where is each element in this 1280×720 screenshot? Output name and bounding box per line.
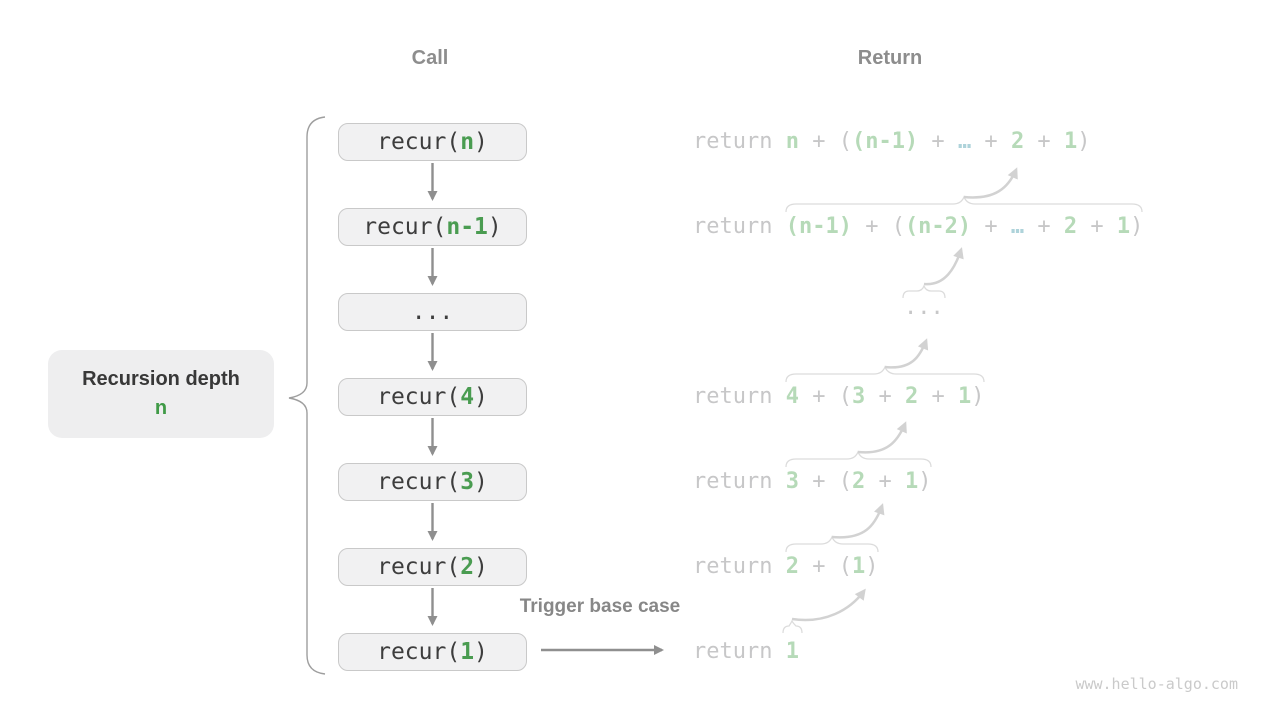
code-segment: 3 (851, 384, 866, 409)
code-segment: recur( (377, 384, 461, 410)
code-segment: 2 (851, 469, 866, 494)
code-segment: 1 (851, 554, 866, 579)
call-box-recur-n: recur(n) (338, 123, 527, 161)
code-segment: + (918, 384, 958, 409)
code-segment: ) (474, 384, 488, 410)
code-segment: + (1077, 214, 1117, 239)
code-segment: + (971, 214, 1011, 239)
return-arrow (884, 338, 929, 369)
code-segment: recur( (377, 129, 461, 155)
code-segment: + ( (798, 129, 852, 154)
code-segment: 2 (785, 554, 799, 579)
return-line-3: return 3 + (2 + 1) (693, 467, 931, 497)
call-box-recur-2: recur(2) (338, 548, 527, 586)
code-segment: recur( (377, 639, 461, 665)
code-segment: ) (474, 639, 488, 665)
call-box-recur-3: recur(3) (338, 463, 527, 501)
code-segment: 2 (904, 384, 919, 409)
code-segment: ) (918, 469, 932, 494)
code-segment: + (1024, 129, 1064, 154)
code-segment: 2 (1063, 214, 1078, 239)
return-line-n-1: return (n-1) + ((n-2) + … + 2 + 1) (693, 212, 1143, 242)
code-segment: 1 (785, 639, 799, 664)
code-segment: return (693, 129, 786, 154)
code-segment: + ( (798, 469, 852, 494)
code-segment: … (957, 129, 972, 154)
code-segment: 1 (460, 639, 475, 665)
return-arrow (791, 588, 866, 622)
return-line-2: return 2 + (1) (693, 552, 878, 582)
code-segment: return (693, 639, 786, 664)
code-segment: n-1 (446, 214, 488, 240)
code-segment: ) (487, 214, 502, 240)
code-segment: + ( (798, 384, 852, 409)
code-segment: 4 (460, 384, 475, 410)
return-line-n: return n + ((n-1) + … + 2 + 1) (693, 127, 1090, 157)
code-segment: 1 (1116, 214, 1131, 239)
code-segment: recur( (363, 214, 447, 240)
code-segment: ) (865, 554, 879, 579)
code-segment: 1 (957, 384, 972, 409)
code-segment: return (693, 214, 786, 239)
call-box-recur-n-1: recur(n-1) (338, 208, 527, 246)
return-arrow (831, 503, 885, 539)
return-arrow (923, 247, 964, 286)
code-segment: return (693, 554, 786, 579)
code-segment: 2 (460, 554, 475, 580)
code-segment: return (693, 384, 786, 409)
return-line-1: return 1 (693, 637, 799, 667)
code-segment: 4 (785, 384, 799, 409)
call-column-header: Call (411, 47, 449, 69)
code-segment: 1 (1063, 129, 1078, 154)
code-segment: ... (904, 295, 944, 320)
code-segment: + ( (851, 214, 905, 239)
code-segment: ) (474, 129, 488, 155)
code-segment: recur( (377, 469, 461, 495)
overbrace (782, 619, 803, 634)
code-segment: recur( (377, 554, 461, 580)
code-segment: (n-2) (904, 214, 972, 239)
code-segment: (n-1) (851, 129, 919, 154)
recursion-depth-value: n (154, 397, 168, 419)
return-column-header: Return (857, 47, 923, 69)
code-segment: n (460, 129, 475, 155)
overbrace (785, 365, 985, 383)
call-box-recur-4: recur(4) (338, 378, 527, 416)
code-segment: 1 (904, 469, 919, 494)
code-segment: 3 (460, 469, 475, 495)
recursion-depth-label: Recursion depth n (48, 350, 274, 438)
code-segment: ) (1130, 214, 1144, 239)
code-segment: (n-1) (785, 214, 852, 239)
recursion-depth-title: Recursion depth (82, 368, 240, 390)
call-box-recur-1: recur(1) (338, 633, 527, 671)
code-segment: + (971, 129, 1011, 154)
code-segment: ) (474, 469, 488, 495)
code-segment: … (1010, 214, 1025, 239)
watermark: www.hello-algo.com (1075, 675, 1238, 693)
code-segment: + (865, 384, 905, 409)
code-segment: ) (971, 384, 985, 409)
overbrace (785, 535, 879, 553)
code-segment: + (1024, 214, 1064, 239)
overbrace (785, 450, 932, 468)
return-arrow (963, 167, 1018, 199)
code-segment: + (918, 129, 958, 154)
code-segment: ) (1077, 129, 1091, 154)
code-segment: 3 (785, 469, 799, 494)
return-line-4: return 4 + (3 + 2 + 1) (693, 382, 984, 412)
code-segment: ... (411, 299, 454, 325)
return-line-ellipsis: ... (904, 293, 944, 323)
trigger-base-case-label: Trigger base case (519, 596, 681, 617)
code-segment: + ( (798, 554, 852, 579)
code-segment: 2 (1010, 129, 1025, 154)
overbrace (785, 195, 1143, 213)
code-segment: ) (474, 554, 488, 580)
return-arrow (857, 421, 907, 454)
recursion-depth-brace (288, 116, 326, 675)
code-segment: n (785, 129, 799, 154)
code-segment: return (693, 469, 786, 494)
call-box-ellipsis: ... (338, 293, 527, 331)
code-segment: + (865, 469, 905, 494)
